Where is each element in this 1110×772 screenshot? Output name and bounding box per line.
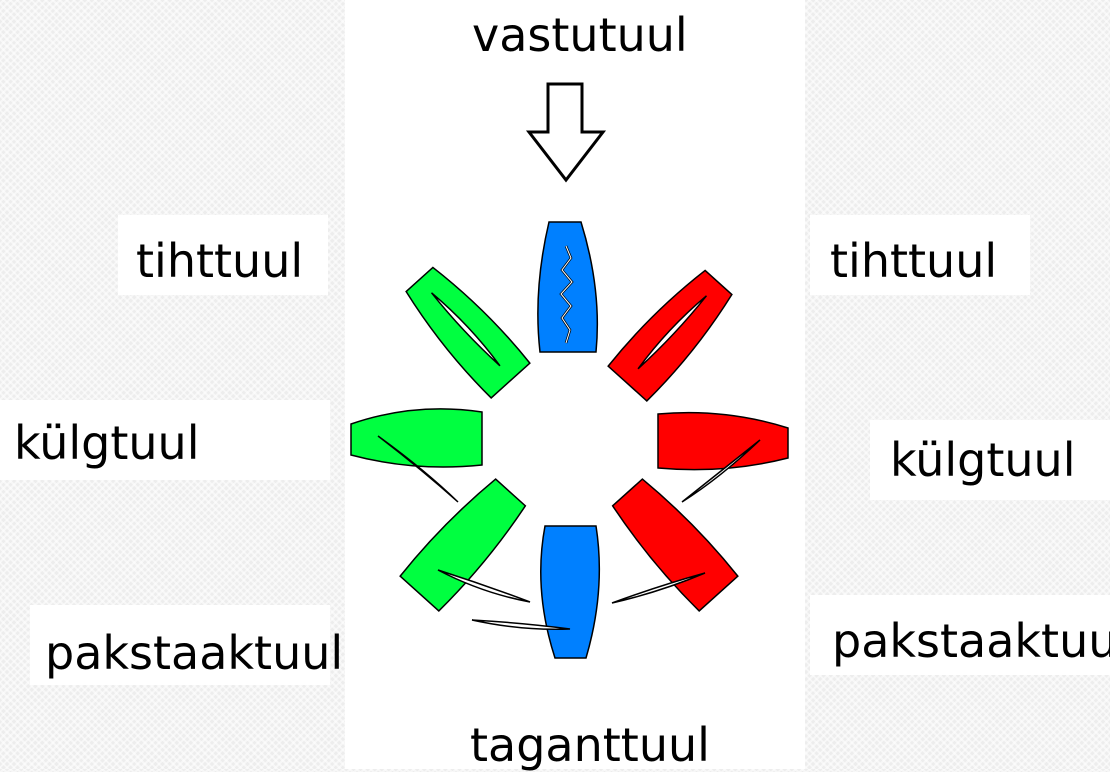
boat-broad-reach-left-hull [399, 478, 527, 612]
boat-broad-reach-right-sail [611, 572, 706, 604]
background-panel-top-right [810, 215, 1030, 295]
boat-downwind [471, 525, 601, 659]
boat-beam-reach-right-hull [657, 411, 789, 471]
boat-broad-reach-right-hull [611, 478, 739, 612]
boat-downwind-sail [471, 619, 571, 631]
boat-close-hauled-left-sail [430, 292, 501, 367]
boat-downwind-hull [540, 525, 601, 659]
background-panel-mid-right [870, 420, 1110, 500]
boat-broad-reach-right [611, 478, 739, 612]
background-panel-top-left [118, 215, 328, 295]
label-beam-reach-left: külgtuul [14, 416, 200, 470]
boat-close-hauled-right-sail [637, 295, 708, 370]
boat-broad-reach-left [399, 478, 527, 612]
boat-headwind [537, 221, 599, 353]
background-panel-bottom-right [810, 595, 1110, 675]
label-headwind: vastutuul [472, 8, 688, 62]
boat-broad-reach-left-sail [437, 569, 531, 603]
background-panel-bottom-left [30, 605, 330, 685]
label-close-hauled-right: tihttuul [830, 234, 998, 288]
label-close-hauled-left: tihttuul [136, 234, 304, 288]
wind-direction-arrow [525, 82, 607, 183]
boat-beam-reach-left-sail [377, 435, 459, 503]
label-broad-reach-right: pakstaaktuul [832, 614, 1110, 668]
boat-beam-reach-left [350, 408, 483, 503]
boat-beam-reach-right-sail [681, 439, 761, 503]
label-beam-reach-right: külgtuul [890, 433, 1076, 487]
boat-close-hauled-right [607, 269, 733, 402]
background-panel-mid-left [0, 400, 330, 480]
boat-beam-reach-right [657, 411, 789, 503]
boat-close-hauled-left [405, 266, 531, 399]
label-downwind: taganttuul [470, 718, 710, 772]
boat-beam-reach-left-hull [350, 408, 483, 468]
label-broad-reach-left: pakstaaktuul [45, 626, 344, 680]
